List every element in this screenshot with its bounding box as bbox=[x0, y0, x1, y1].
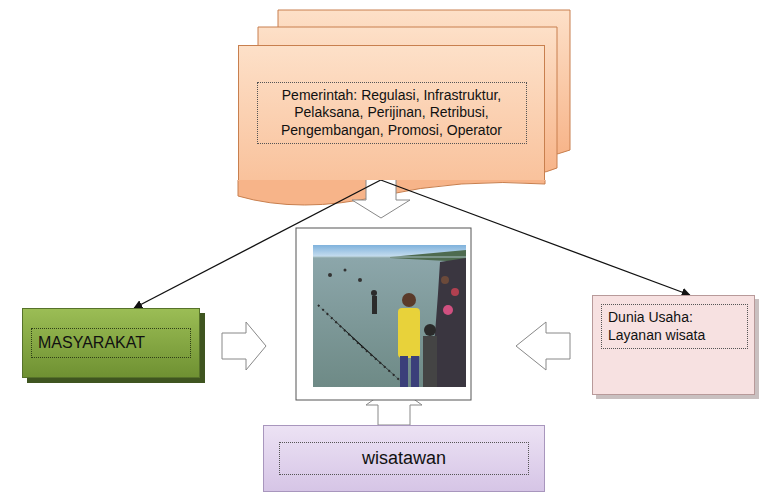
node-text: Dunia Usaha: Layanan wisata bbox=[601, 304, 748, 349]
beach-photo bbox=[313, 245, 466, 387]
community-box: MASYARAKAT bbox=[22, 308, 200, 378]
block-arrow-right bbox=[222, 322, 266, 370]
government-box: Pemerintah: Regulasi, Infrastruktur, Pel… bbox=[238, 45, 545, 180]
photo-frame bbox=[296, 228, 471, 400]
tourist-box: wisatawan bbox=[263, 425, 545, 492]
node-text: Pemerintah: Regulasi, Infrastruktur, Pel… bbox=[257, 82, 527, 145]
block-arrow-down bbox=[352, 178, 410, 218]
node-text: MASYARAKAT bbox=[31, 328, 191, 358]
node-text: wisatawan bbox=[279, 442, 529, 475]
block-arrow-left bbox=[516, 322, 570, 370]
business-box: Dunia Usaha: Layanan wisata bbox=[592, 295, 755, 395]
connector-arrow bbox=[134, 180, 381, 308]
connector-arrow bbox=[381, 180, 690, 295]
